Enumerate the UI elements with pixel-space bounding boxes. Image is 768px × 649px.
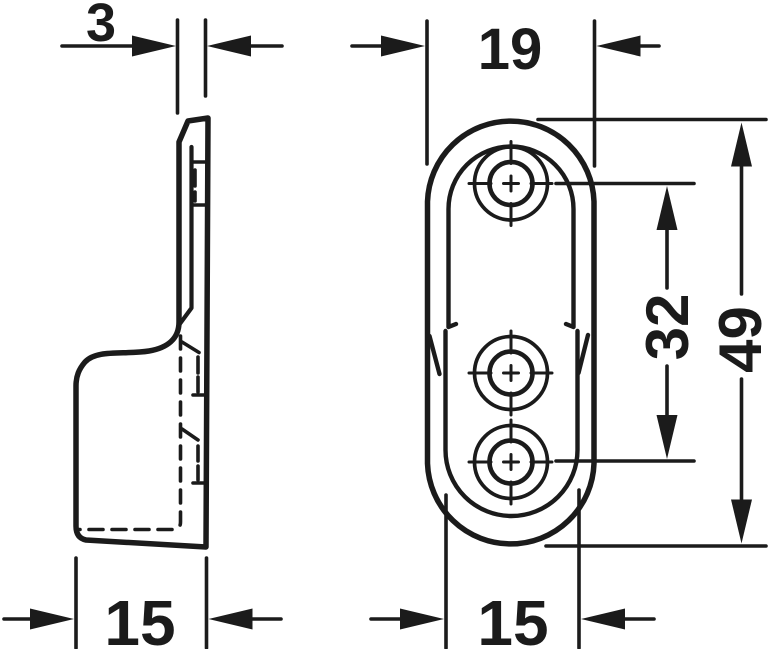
- arrowhead-up: [731, 122, 752, 167]
- side-view: [73, 115, 211, 550]
- rail-clip-slit-left: [427, 333, 442, 377]
- dimension-plate-thickness: 3: [60, 0, 284, 115]
- dimension-hole-spacing: 32: [554, 181, 701, 463]
- rail-clip-slit-right: [576, 332, 591, 376]
- dim-label-15-side: 15: [104, 587, 175, 649]
- front-view: [424, 118, 597, 547]
- front-view-inner-contour-lower: [443, 328, 580, 519]
- dimension-plate-width: 19: [350, 17, 661, 168]
- arrowhead-left: [581, 608, 625, 630]
- hidden-hole-middle: [180, 340, 208, 397]
- front-view-outer-contour: [424, 118, 597, 547]
- arrowhead-up: [656, 186, 678, 230]
- front-view-inner-contour-upper: [446, 144, 576, 330]
- hidden-hole-bottom: [180, 427, 208, 485]
- side-view-edge-line: [176, 144, 194, 328]
- dim-label-19: 19: [478, 17, 543, 82]
- screw-hole-middle: [467, 329, 554, 417]
- arrowhead-left: [208, 608, 253, 630]
- hidden-back-face-line: [172, 334, 183, 532]
- dim-label-3: 3: [86, 0, 116, 53]
- arrowhead-right: [400, 608, 444, 630]
- center-mark: [467, 329, 554, 417]
- dimension-body-width: 15: [369, 488, 656, 649]
- screw-hole-bottom: [467, 418, 554, 506]
- arrowhead-right: [30, 608, 74, 630]
- arrowhead-right: [381, 35, 425, 57]
- side-view-outline: [73, 115, 211, 550]
- arrowhead-down: [656, 415, 678, 459]
- arrowhead-right: [132, 35, 176, 57]
- dim-label-15-front: 15: [477, 587, 548, 649]
- side-view-hidden-lines: [76, 160, 208, 532]
- center-mark: [467, 418, 554, 506]
- screw-holes: [467, 140, 554, 506]
- dimension-total-height: 49: [536, 117, 768, 548]
- screw-hole-top: [467, 140, 554, 227]
- dimension-side-depth: 15: [2, 556, 283, 649]
- arrowhead-left: [207, 35, 251, 57]
- dim-label-49: 49: [707, 306, 768, 373]
- arrowhead-down: [731, 499, 752, 544]
- center-mark: [467, 140, 554, 227]
- hidden-hole-top: [191, 160, 208, 207]
- arrowhead-left: [596, 35, 641, 57]
- dim-label-32: 32: [634, 294, 701, 361]
